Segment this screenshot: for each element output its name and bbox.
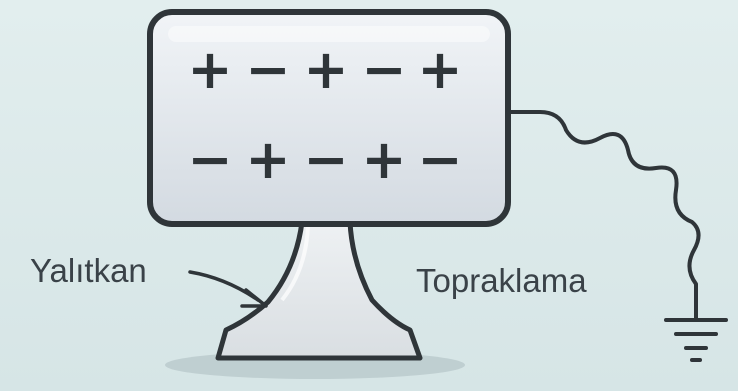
arrowhead xyxy=(240,288,268,308)
grounding-label: Topraklama xyxy=(416,262,587,299)
stand-neck-shading xyxy=(280,225,310,302)
charge-sign: − xyxy=(303,128,348,191)
charged-plate xyxy=(147,9,511,227)
grounding-wire xyxy=(506,110,701,320)
charge-sign: − xyxy=(417,128,462,191)
insulator-label: Yalıtkan xyxy=(30,252,147,289)
charge-sign: + xyxy=(303,38,348,101)
bottom-charge-row: − + − + − xyxy=(187,128,462,191)
plate-highlight xyxy=(168,26,490,42)
charge-sign: + xyxy=(245,128,290,191)
insulator-pointer-arrow xyxy=(188,270,260,302)
ground-symbol-icon xyxy=(664,318,728,362)
top-charge-row: + − + − + xyxy=(187,38,462,101)
charge-sign: − xyxy=(245,38,290,101)
charge-sign: + xyxy=(187,38,232,101)
charge-sign: + xyxy=(361,128,406,191)
insulator-stand xyxy=(215,219,423,361)
charge-sign: + xyxy=(417,38,462,101)
charge-sign: − xyxy=(187,128,232,191)
charge-sign: − xyxy=(361,38,406,101)
